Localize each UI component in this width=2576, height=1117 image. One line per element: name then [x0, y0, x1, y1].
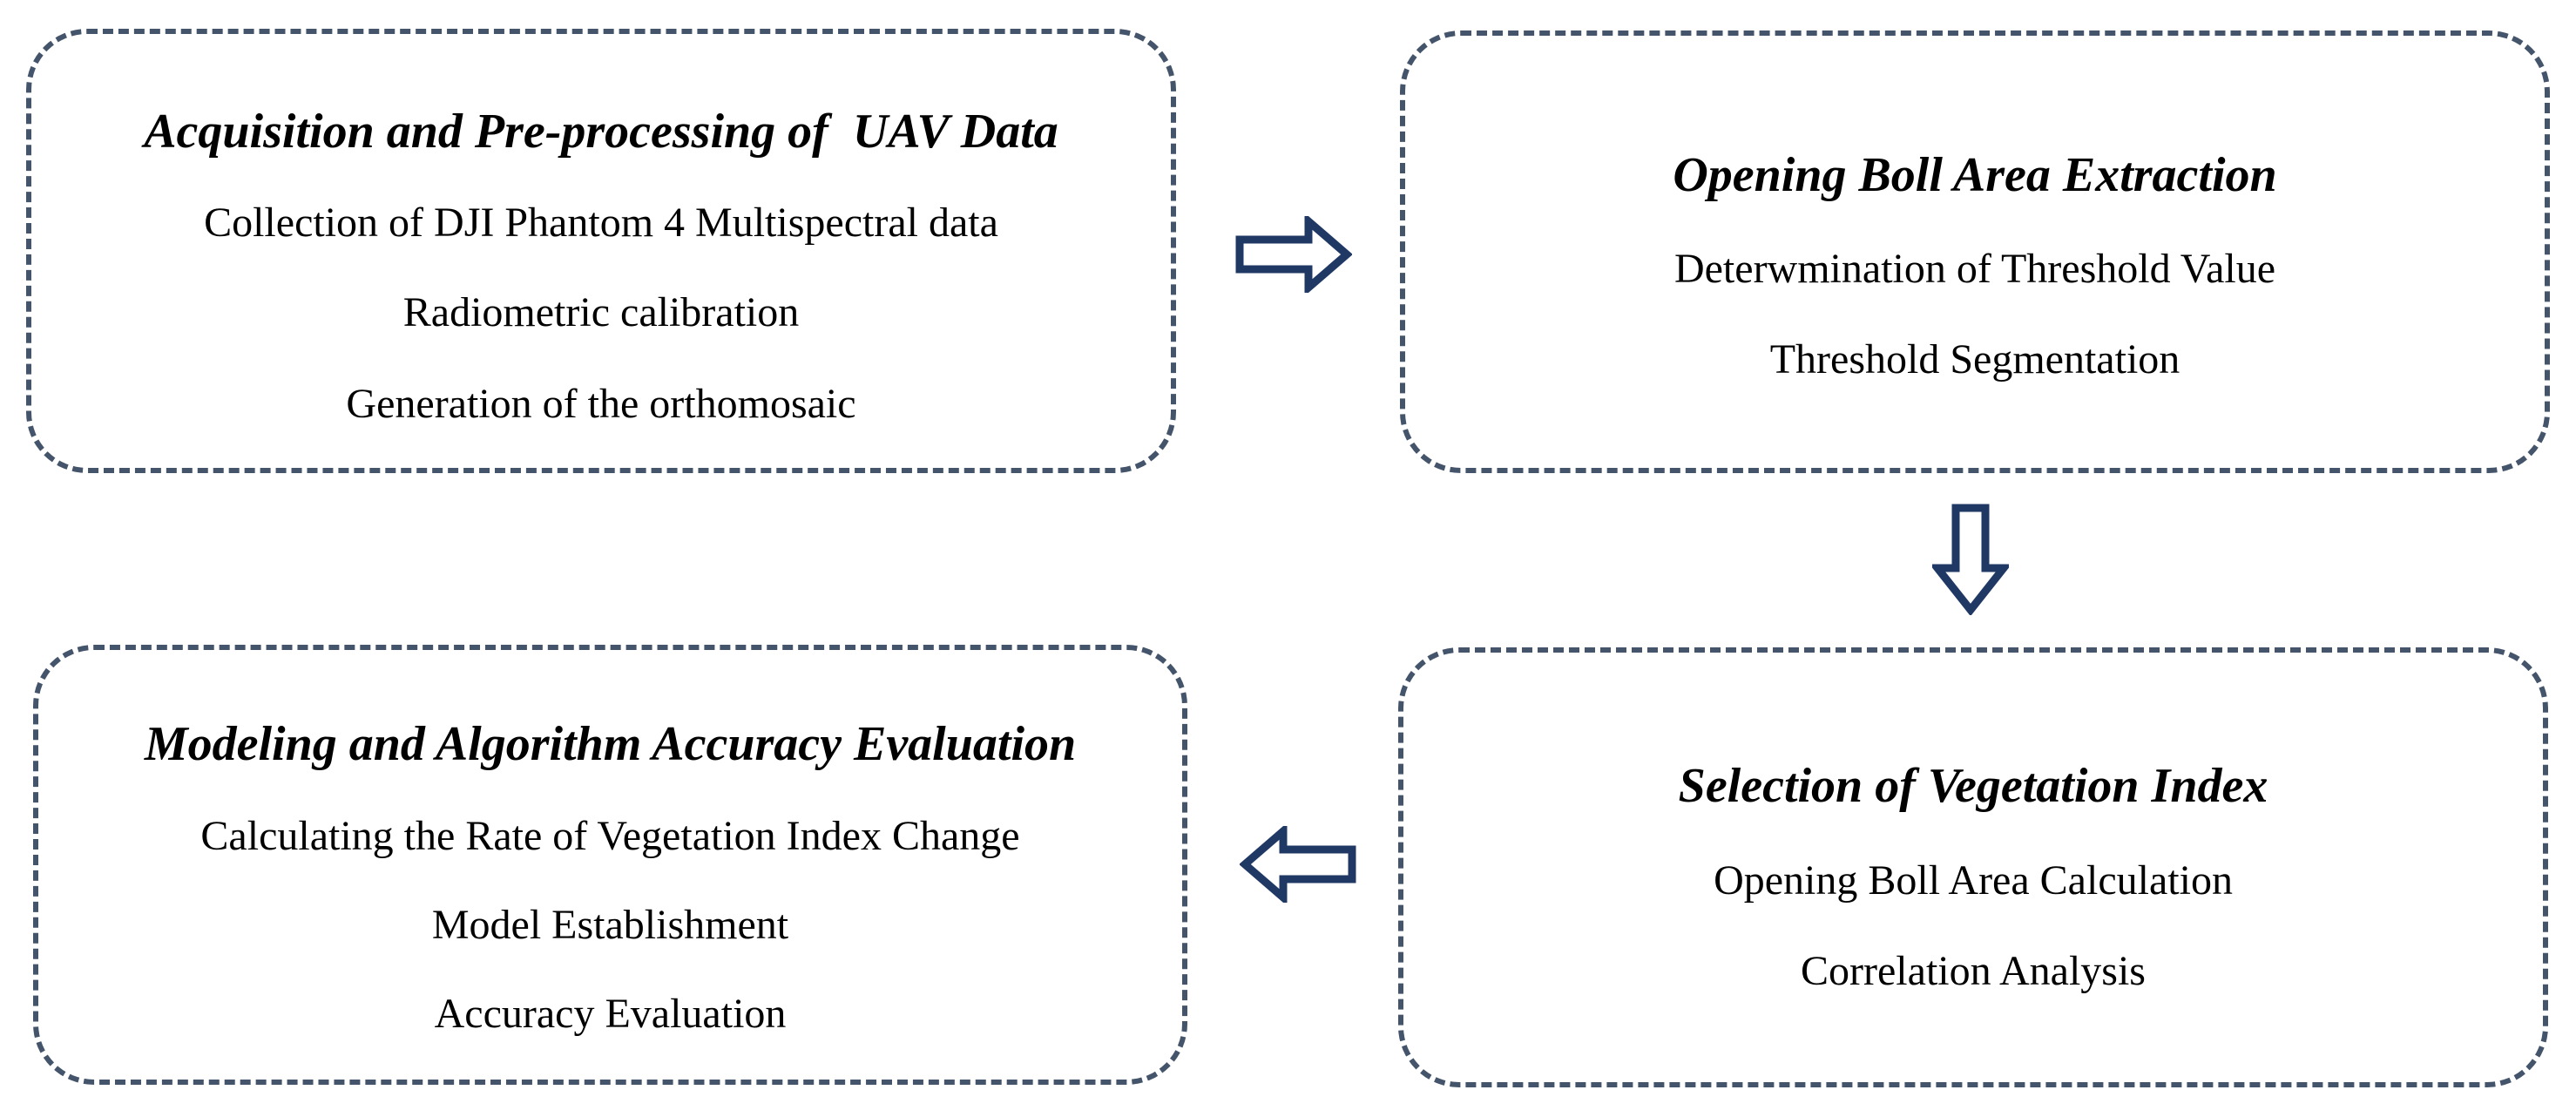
hollow-down-arrow-icon — [1932, 504, 2009, 615]
step-box-vegetation-index: Selection of Vegetation Index Opening Bo… — [1398, 647, 2548, 1087]
step-item: Deterwmination of Threshold Value — [1673, 246, 2276, 292]
step-title: Modeling and Algorithm Accuracy Evaluati… — [144, 717, 1077, 771]
step-item: Opening Boll Area Calculation — [1714, 857, 2233, 904]
step-box-modeling: Modeling and Algorithm Accuracy Evaluati… — [33, 645, 1187, 1085]
step-box-acquisition: Acquisition and Pre-processing of UAV Da… — [26, 29, 1176, 473]
step-item: Model Establishment — [431, 902, 789, 948]
step-title: Opening Boll Area Extraction — [1673, 148, 2277, 202]
hollow-left-arrow-icon — [1240, 826, 1356, 903]
step-title: Selection of Vegetation Index — [1678, 759, 2268, 813]
step-item: Threshold Segmentation — [1769, 336, 2180, 382]
step-item: Generation of the orthomosaic — [346, 381, 856, 427]
step-item: Radiometric calibration — [402, 289, 800, 335]
step-item: Accuracy Evaluation — [434, 991, 787, 1037]
step-box-extraction: Opening Boll Area Extraction Deterwminat… — [1400, 30, 2550, 473]
step-item: Collection of DJI Phantom 4 Multispectra… — [204, 200, 998, 246]
step-title: Acquisition and Pre-processing of UAV Da… — [144, 105, 1058, 159]
step-item: Correlation Analysis — [1801, 948, 2146, 994]
hollow-right-arrow-icon — [1235, 216, 1352, 293]
step-item: Calculating the Rate of Vegetation Index… — [200, 813, 1020, 859]
